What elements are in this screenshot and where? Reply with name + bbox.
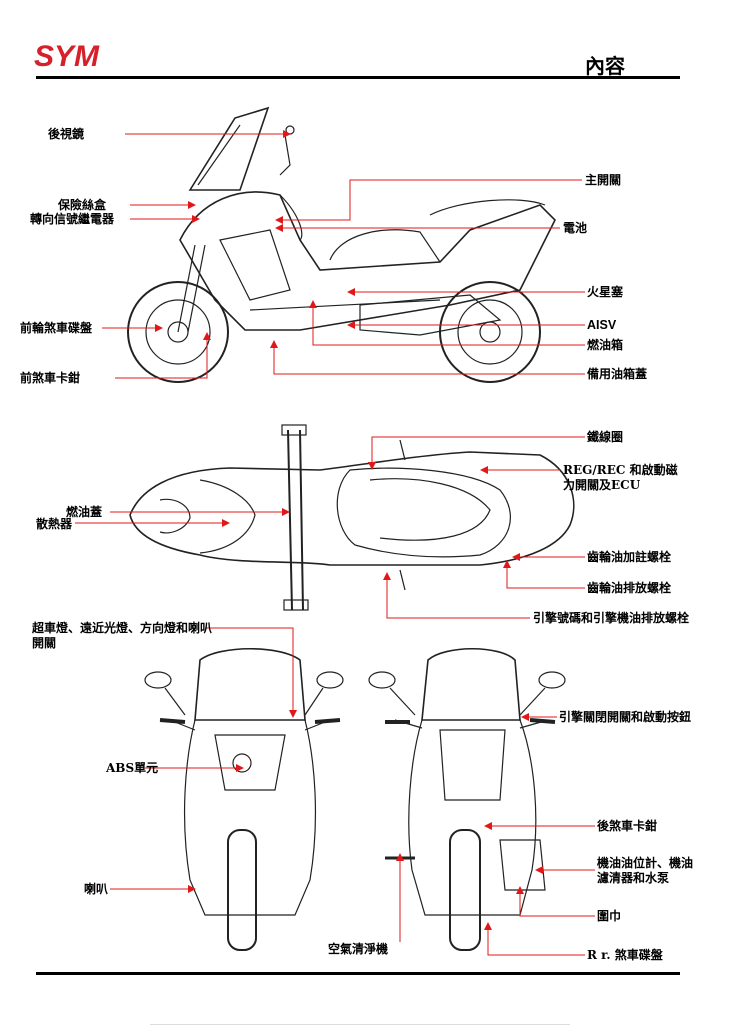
page-title: 內容 [585,54,625,78]
label-rear-disc: R r. 煞車碟盤 [587,948,663,962]
label-coil: 鐵線圈 [587,430,624,444]
leader-arrowheads [155,130,543,930]
label-engine-stop: 引擎關閉開關和啟動按鈕 [559,710,692,724]
label-fuse-box: 保險絲盒 [58,198,107,212]
label-battery: 電池 [563,221,588,235]
label-reg-rec-1: REG/REC 和啟動磁 [563,463,678,477]
header-rule [36,76,680,79]
label-oil-gauge-1: 機油油位計、機油 [597,856,694,870]
label-gear-fill: 齒輪油加註螺栓 [587,550,672,564]
label-front-caliper: 前煞車卡鉗 [20,371,81,385]
top-view-scooter [129,424,575,611]
label-abs: ABS單元 [106,761,159,775]
label-light-switch-1: 超車燈、遠近光燈、方向燈和喇叭 [32,621,213,635]
footer-faint-line [150,1024,570,1025]
front-view-scooter [144,648,344,951]
side-view-scooter [127,106,556,383]
label-rear-caliper: 後煞車卡鉗 [597,819,658,833]
label-oil-gauge-2: 濾清器和水泵 [597,871,670,885]
label-turn-relay: 轉向信號繼電器 [30,212,115,226]
label-spark-plug: 火星塞 [587,285,624,299]
label-mirror: 後視鏡 [48,127,85,141]
label-radiator: 散熱器 [36,517,73,531]
label-reg-rec-2: 力開關及ECU [563,478,641,492]
label-main-switch: 主開關 [585,173,622,187]
footer-rule [36,972,680,975]
label-towel: 圍巾 [597,909,622,923]
label-gear-drain: 齒輪油排放螺栓 [587,581,672,595]
label-front-disc: 前輪煞車碟盤 [20,321,93,335]
leader-lines [75,133,595,956]
brand-text: SYM [34,40,100,73]
rear-view-scooter [368,647,566,951]
label-aisv: AISV [587,318,617,332]
label-light-switch-2: 開關 [32,636,57,650]
label-engine-number: 引擎號碼和引擎機油排放螺栓 [533,611,690,625]
label-horn: 喇叭 [84,882,109,896]
label-spare-fuel-cap: 備用油箱蓋 [587,367,648,381]
label-air-cleaner: 空氣清淨機 [328,942,389,956]
label-fuel-cap: 燃油蓋 [66,505,103,519]
sym-logo: SYM [34,40,100,73]
label-fuel-tank: 燃油箱 [587,338,624,352]
